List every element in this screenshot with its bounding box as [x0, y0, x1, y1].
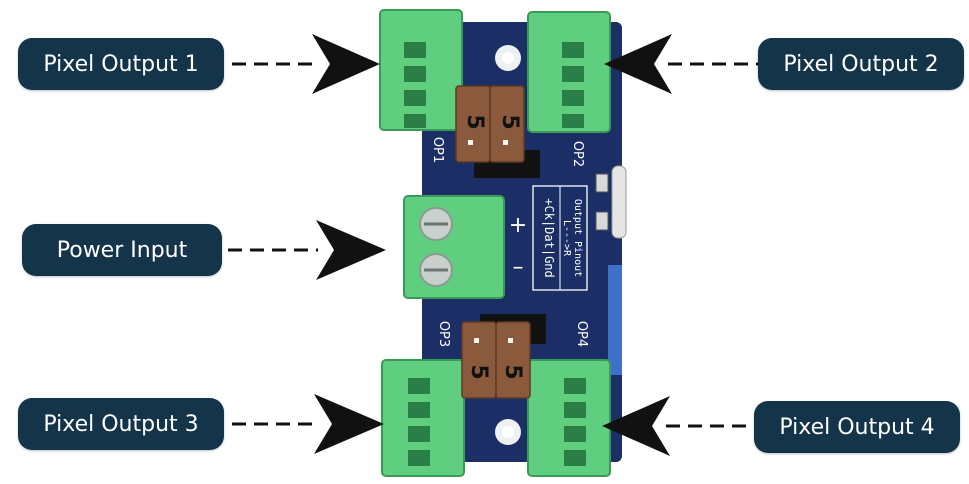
jumper-block-bottom — [461, 314, 546, 399]
op-label: OP1 — [430, 137, 445, 163]
label-pixel-output-1: Pixel Output 1 — [18, 38, 224, 90]
pinout-title: Output Pinout — [572, 199, 583, 277]
label-pixel-output-4: Pixel Output 4 — [754, 401, 960, 453]
label-pixel-output-3: Pixel Output 3 — [18, 398, 224, 450]
pinout-box — [532, 185, 588, 291]
polarity-minus: – — [513, 255, 524, 280]
blue-strip — [608, 265, 622, 375]
smd-component — [595, 165, 627, 239]
polarity-plus: + — [509, 213, 527, 238]
jumper-label: 5 — [497, 114, 522, 129]
arrow-pixel-output-4 — [602, 396, 752, 456]
power-terminal — [403, 195, 505, 299]
arrow-pixel-output-3 — [232, 394, 384, 454]
mounting-hole — [495, 419, 521, 445]
pinout-pins: +Ck|Dat|Gnd — [542, 198, 556, 277]
jumper-label: 5 — [500, 364, 525, 379]
jumper-block-top — [455, 85, 540, 178]
op-label: OP2 — [570, 141, 585, 167]
mounting-hole — [495, 45, 521, 71]
terminal-op3 — [381, 359, 465, 477]
label-pixel-output-2: Pixel Output 2 — [758, 38, 964, 90]
pinout-direction: L--->R — [561, 220, 572, 257]
terminal-op1 — [379, 9, 463, 131]
arrow-pixel-output-1 — [232, 34, 380, 94]
arrow-power-input — [228, 220, 386, 280]
op-label: OP4 — [574, 321, 589, 347]
jumper-label: 5 — [466, 364, 491, 379]
jumper-label: 5 — [462, 114, 487, 129]
op-label: OP3 — [436, 321, 451, 347]
terminal-op4 — [527, 359, 611, 477]
arrow-pixel-output-2 — [604, 34, 760, 94]
terminal-op2 — [527, 11, 611, 133]
label-power-input: Power Input — [22, 224, 222, 276]
